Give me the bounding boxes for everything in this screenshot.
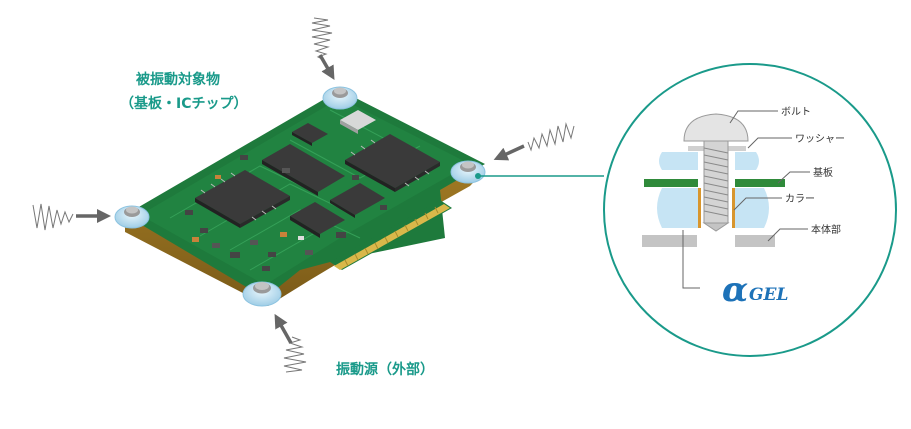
ic-chip-long [262,144,345,196]
collar-left [698,188,701,228]
target-label-line1: 被振動対象物 [136,71,220,88]
ic-chip-top [292,123,328,146]
edge-connector [330,200,452,270]
detail-circle: ボルト ワッシャー 基板 カラー 本体部 α GEL [603,63,897,357]
gel-mount-icon [242,281,282,307]
vibration-wave-icon [32,17,575,373]
collar-right [732,188,735,228]
gel-upper-right [735,152,759,170]
smd-components [185,155,387,271]
body-plate-left [642,235,697,247]
alpha-gel-logo: α GEL [722,270,788,310]
component-silver [340,110,376,134]
source-label: 振動源（外部） [336,361,434,378]
svg-text:α: α [722,270,748,310]
label-collar: カラー [785,193,815,205]
gel-right [735,188,769,228]
callout-connector [475,173,604,179]
gel-mount-icon [450,160,486,184]
ic-chip-large-right [345,134,440,192]
body-plate-right [735,235,775,247]
arrow-icon [76,54,525,344]
gel-upper-left [659,152,698,170]
label-washer: ワッシャー [795,134,845,145]
gel-left [657,188,698,228]
label-body: 本体部 [811,223,841,236]
board-left [644,179,698,187]
ic-chip-medium [290,202,345,238]
ic-chip-large-left [195,170,290,228]
ic-chip-small-row [330,183,385,218]
label-bolt: ボルト [781,106,811,118]
gel-mount-icon [114,205,150,229]
gel-mount-icon [322,86,358,110]
target-label-line2: （基板・ICチップ） [120,95,247,112]
svg-text:GEL: GEL [749,285,788,305]
board-right [735,179,785,187]
label-board: 基板 [813,166,833,179]
pcb-board [125,90,485,306]
